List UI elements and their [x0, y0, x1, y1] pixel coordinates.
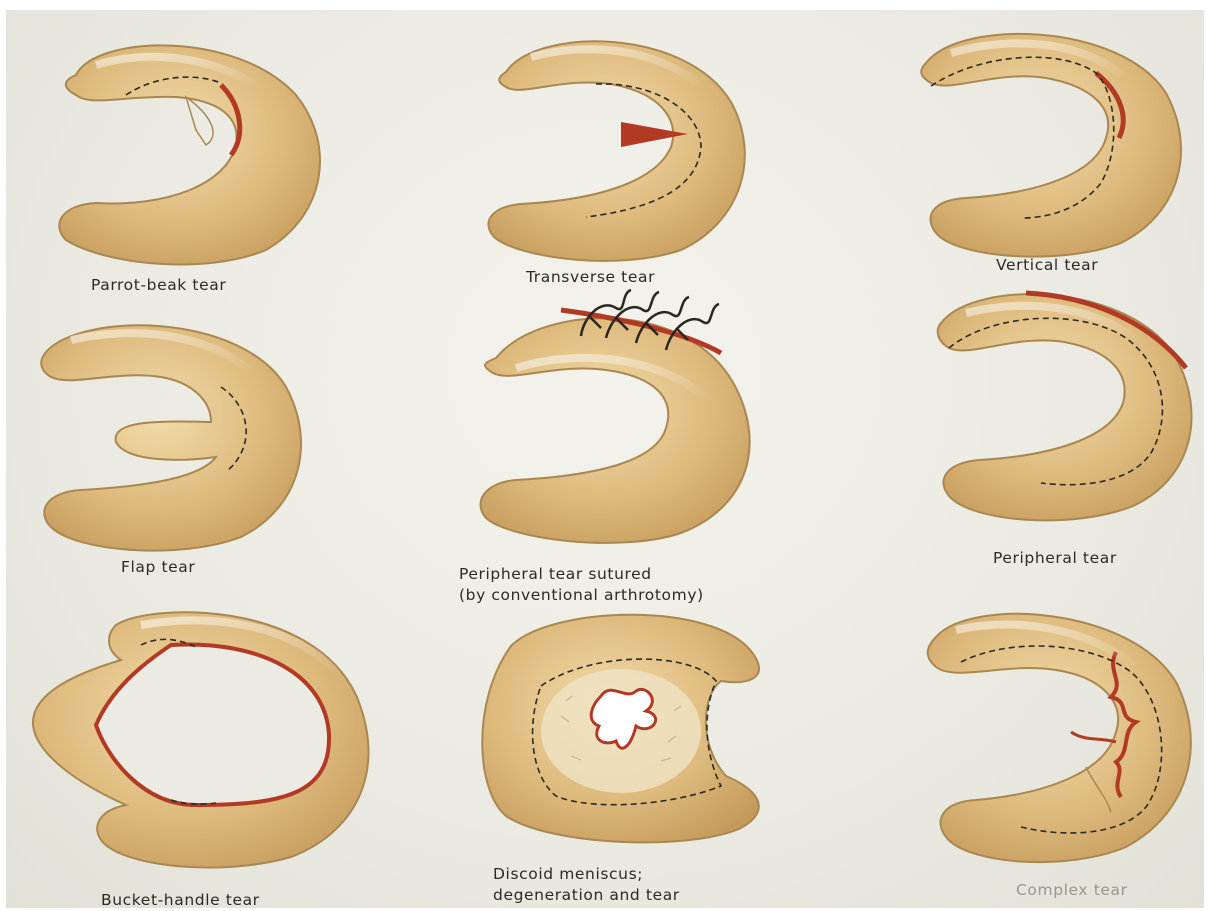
caption-peripheral-tear: Peripheral tear — [993, 548, 1117, 569]
bucket-handle-meniscus-drawing — [21, 605, 381, 875]
panel-complex-tear: Complex tear — [921, 602, 1204, 902]
panel-discoid-meniscus: Discoid meniscus; degeneration and tear — [471, 606, 771, 906]
caption-complex-tear: Complex tear — [1016, 880, 1128, 901]
peripheral-meniscus-drawing — [931, 278, 1204, 538]
caption-peripheral-sutured-line2: (by conventional arthrotomy) — [459, 585, 704, 606]
panel-transverse-tear: Transverse tear — [476, 22, 776, 272]
caption-bucket-handle-tear: Bucket-handle tear — [101, 890, 260, 908]
panel-peripheral-tear-sutured: Peripheral tear sutured (by conventional… — [471, 278, 781, 608]
vertical-meniscus-drawing — [911, 18, 1201, 268]
discoid-meniscus-drawing — [471, 606, 771, 846]
peripheral-sutured-meniscus-drawing — [471, 278, 781, 548]
caption-parrot-beak-tear: Parrot-beak tear — [91, 275, 226, 296]
caption-vertical-tear: Vertical tear — [996, 255, 1098, 276]
caption-flap-tear: Flap tear — [121, 557, 195, 578]
panel-bucket-handle-tear: Bucket-handle tear — [21, 605, 381, 905]
caption-peripheral-sutured-line1: Peripheral tear sutured — [459, 564, 652, 585]
meniscus-tear-illustration: Parrot-beak tear Transverse tear Vertica… — [6, 10, 1204, 908]
caption-discoid-line1: Discoid meniscus; — [493, 864, 643, 885]
parrot-beak-meniscus-drawing — [36, 25, 336, 265]
transverse-meniscus-drawing — [476, 22, 776, 272]
complex-meniscus-drawing — [921, 602, 1204, 872]
panel-parrot-beak-tear: Parrot-beak tear — [36, 25, 336, 265]
panel-flap-tear: Flap tear — [31, 312, 331, 562]
panel-vertical-tear: Vertical tear — [911, 18, 1201, 268]
caption-discoid-line2: degeneration and tear — [493, 885, 680, 906]
panel-peripheral-tear: Peripheral tear — [931, 278, 1204, 538]
flap-meniscus-drawing — [31, 312, 331, 562]
